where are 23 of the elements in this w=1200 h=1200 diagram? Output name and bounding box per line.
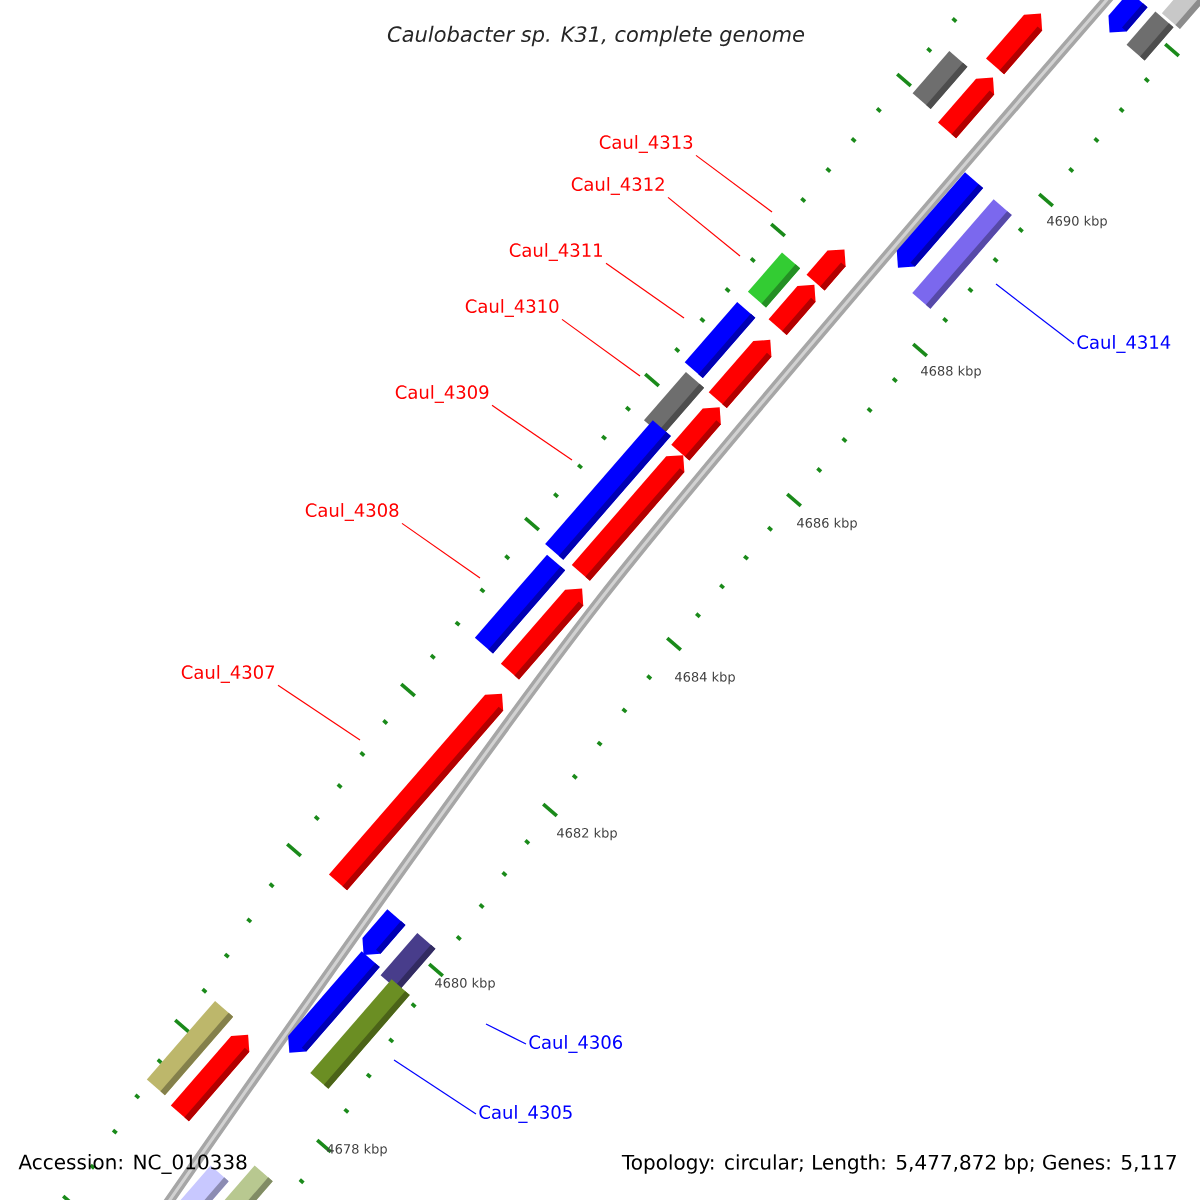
gene-label: Caul_4314	[1077, 335, 1171, 353]
accession-text: Accession: NC_010338	[18, 1154, 247, 1174]
gene-label: Caul_4311	[509, 243, 602, 261]
leader-line	[277, 684, 361, 741]
leader-line	[485, 1023, 527, 1045]
genome-info-text: Topology: circular; Length: 5,477,872 bp; Genes: 5,117	[621, 1154, 1176, 1174]
gene-label: Caul_4312	[571, 177, 664, 195]
leader-line	[393, 1059, 477, 1115]
title: Caulobacter sp. K31, complete genome	[387, 25, 805, 47]
leader-line	[605, 262, 685, 319]
leader-line	[401, 522, 481, 579]
leader-line	[695, 154, 773, 213]
leader-line	[561, 318, 641, 377]
gene-label: Caul_4305	[479, 1105, 572, 1123]
gene-label: Caul_4306	[529, 1035, 623, 1053]
leader-line	[995, 283, 1075, 345]
leader-line	[491, 404, 573, 461]
gene-label: Caul_4308	[305, 503, 399, 521]
gene-label: Caul_4309	[395, 385, 489, 403]
gene-label: Caul_4310	[465, 299, 559, 317]
gene-label: Caul_4307	[181, 665, 275, 683]
leader-line	[667, 196, 741, 257]
gene-label: Caul_4313	[599, 135, 693, 153]
